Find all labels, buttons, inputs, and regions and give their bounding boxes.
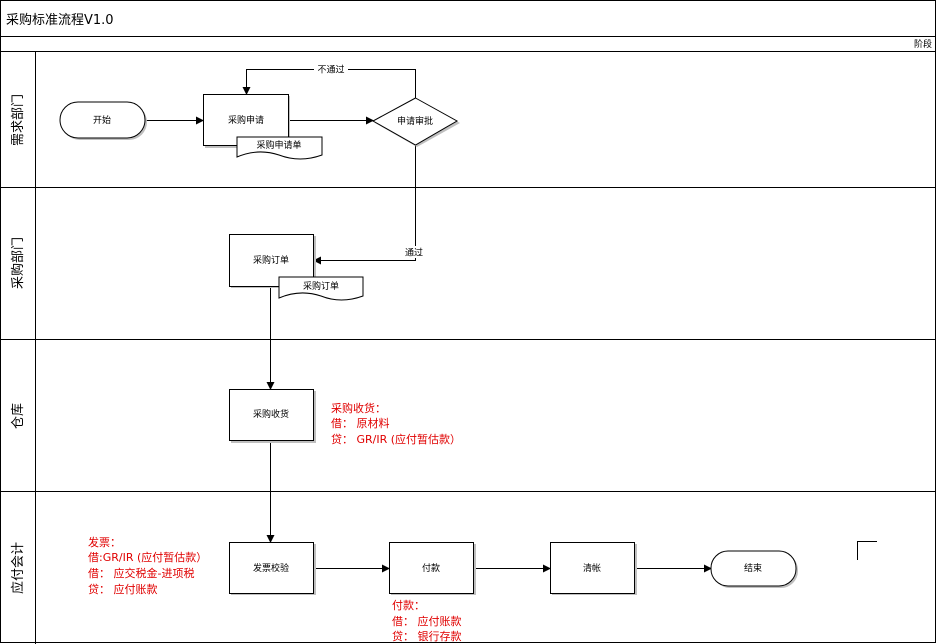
edge-label-bg-rejected — [314, 63, 348, 75]
node-clearing-label: 清帐 — [583, 562, 601, 574]
node-end: 结束 — [710, 550, 798, 588]
node-goods-receipt: 采购收货 — [229, 389, 316, 443]
node-request-doc-label: 采购申请单 — [256, 139, 301, 151]
node-request-approval-label: 申请审批 — [397, 115, 433, 127]
edge-label-bg-approved — [403, 246, 425, 258]
note-receipt-line: 采购收货： — [331, 401, 386, 415]
edge-label-rejected: 不通过 — [317, 64, 344, 76]
lane-label-ap-accounting: 应付会计 — [10, 542, 26, 594]
diagram-title: 采购标准流程V1.0 — [6, 12, 114, 28]
note-invoice-line: 借:GR/IR (应付暂估款） — [88, 550, 207, 564]
note-receipt-line: 借： 原材料 — [331, 416, 390, 430]
note-invoice-line: 贷： 应付账款 — [88, 582, 158, 596]
note-receipt: 采购收货： 借： 原材料 贷： GR/IR (应付暂估款） — [331, 401, 461, 446]
node-request-approval: 申请审批 — [371, 97, 460, 147]
node-request-doc: 采购申请单 — [236, 136, 323, 160]
note-invoice: 发票： 借:GR/IR (应付暂估款） 借： 应交税金-进项税 贷： 应付账款 — [88, 535, 207, 596]
node-invoice-verification-label: 发票校验 — [253, 562, 289, 574]
corner-mark — [857, 541, 877, 560]
lane-label-demand-dept: 需求部门 — [11, 94, 26, 146]
node-order-doc-label: 采购订单 — [303, 280, 339, 292]
note-receipt-line: 贷： GR/IR (应付暂估款） — [331, 432, 461, 446]
node-start: 开始 — [59, 101, 147, 140]
note-invoice-line: 发票： — [88, 535, 121, 549]
node-start-label: 开始 — [93, 114, 111, 126]
note-payment: 付款： 借： 应付账款 贷： 银行存款 — [392, 598, 462, 643]
node-clearing: 清帐 — [550, 542, 637, 595]
node-purchase-order-label: 采购订单 — [253, 254, 289, 266]
node-goods-receipt-label: 采购收货 — [253, 408, 289, 420]
node-payment: 付款 — [389, 542, 476, 595]
note-invoice-line: 借： 应交税金-进项税 — [88, 566, 194, 580]
note-payment-line: 贷： 银行存款 — [392, 629, 462, 643]
node-purchase-request-label: 采购申请 — [228, 114, 264, 126]
lane-label-warehouse: 仓库 — [10, 403, 26, 429]
note-payment-line: 付款： — [392, 598, 425, 612]
node-order-doc: 采购订单 — [278, 276, 364, 301]
phase-label: 阶段 — [914, 38, 932, 50]
edge-label-approved: 通过 — [405, 247, 423, 259]
node-end-label: 结束 — [744, 562, 762, 574]
note-payment-line: 借： 应付账款 — [392, 614, 462, 628]
lane-label-purchasing-dept: 采购部门 — [10, 237, 26, 289]
node-payment-label: 付款 — [422, 562, 440, 574]
edge-approval-approved — [313, 145, 416, 265]
node-invoice-verification: 发票校验 — [229, 542, 316, 595]
